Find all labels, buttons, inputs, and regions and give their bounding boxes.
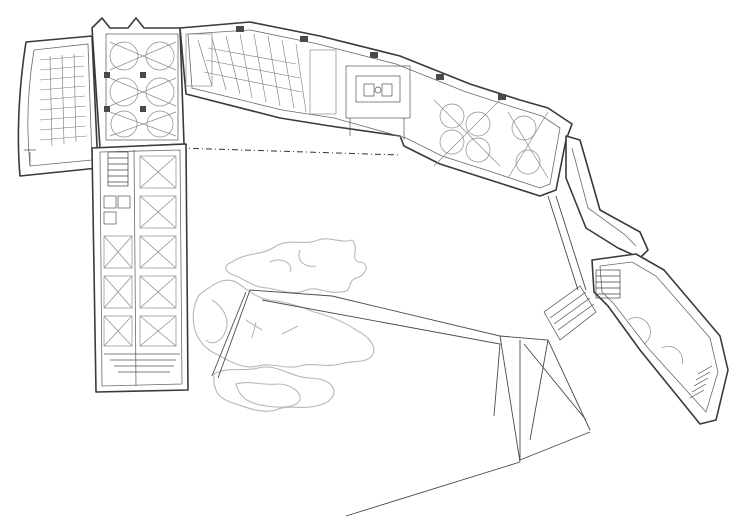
east-rampart (565, 135, 649, 259)
south-east-tower (543, 253, 729, 425)
site-lines (179, 147, 591, 517)
auditorium-wing (17, 35, 99, 177)
garden-vegetation (192, 238, 375, 412)
vaulted-hall (91, 17, 185, 149)
exterior-stair (543, 285, 597, 341)
core-services (345, 65, 411, 140)
south-wing (91, 143, 189, 393)
north-east-bar (179, 21, 573, 197)
